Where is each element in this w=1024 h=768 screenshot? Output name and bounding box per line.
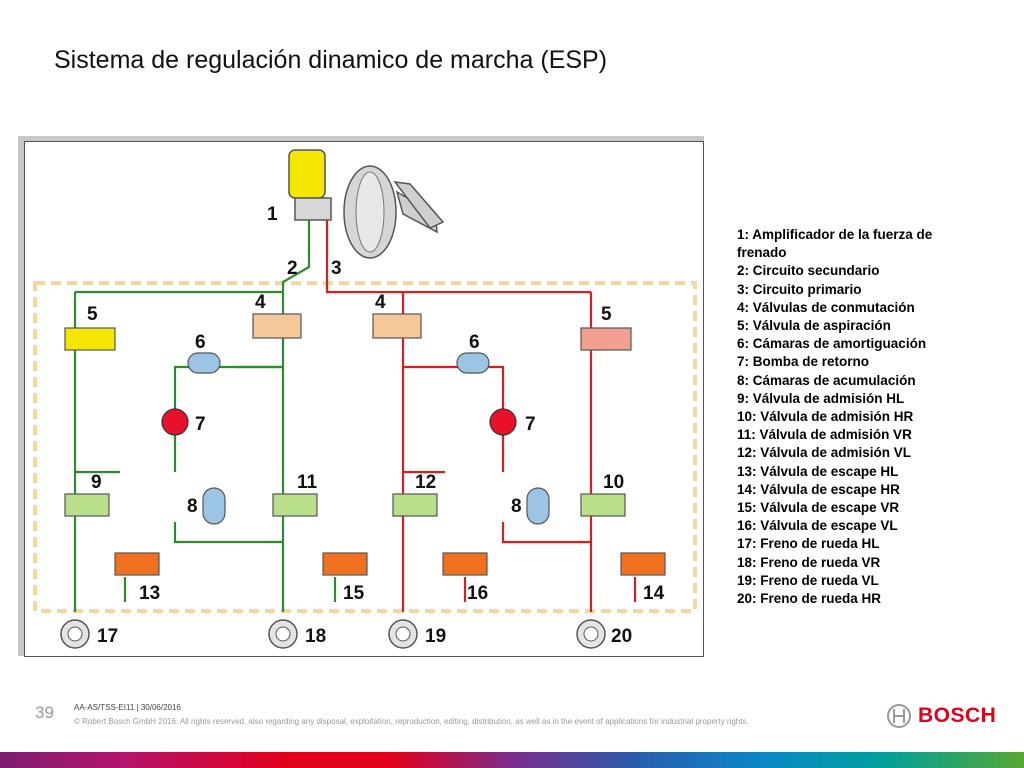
legend-item: 12: Válvula de admisión VL <box>737 445 912 461</box>
esp-hydraulic-diagram: 1 2 3 4 4 5 5 6 6 7 7 8 8 9 10 11 12 13 … <box>24 141 704 657</box>
callout-20: 20 <box>611 626 632 647</box>
inlet-valve-vl <box>392 493 438 517</box>
accumulator-left <box>202 487 226 525</box>
callout-17: 17 <box>97 626 118 647</box>
return-pump-right-icon <box>489 408 517 436</box>
outlet-valve-vl <box>442 552 488 576</box>
legend-item: 14: Válvula de escape HR <box>737 481 900 497</box>
callout-4-left: 4 <box>255 292 266 313</box>
legend-item: 16: Válvula de escape VL <box>737 518 898 534</box>
legend-item: 3: Circuito primario <box>737 281 862 297</box>
suction-valve-left <box>64 327 116 351</box>
legend-item: 13: Válvula de escape HL <box>737 463 899 479</box>
callout-9: 9 <box>91 472 102 493</box>
page-title: Sistema de regulación dinamico de marcha… <box>54 46 608 74</box>
legend-item: 11: Válvula de admisión VR <box>737 427 912 443</box>
callout-10: 10 <box>603 472 624 493</box>
damping-chamber-right <box>456 352 490 374</box>
callout-6-right: 6 <box>469 332 480 353</box>
wheel-brake-hr-icon <box>576 619 606 649</box>
callout-13: 13 <box>139 583 160 604</box>
bosch-armature-icon <box>887 704 911 728</box>
outlet-valve-vr <box>322 552 368 576</box>
wheel-brake-vl-icon <box>388 619 418 649</box>
legend-item: 8: Cámaras de acumulación <box>737 372 916 388</box>
brand-color-bar <box>0 752 1024 768</box>
wheel-brake-hl-icon <box>60 619 90 649</box>
hydraulic-unit-boundary <box>33 281 697 613</box>
callout-18: 18 <box>305 626 326 647</box>
callout-3: 3 <box>331 258 342 279</box>
outlet-valve-hr <box>620 552 666 576</box>
callout-4-right: 4 <box>375 292 386 313</box>
legend-item: 15: Válvula de escape VR <box>737 500 900 516</box>
outlet-valve-hl <box>114 552 160 576</box>
legend-item: 9: Válvula de admisión HL <box>737 390 905 406</box>
callout-7-right: 7 <box>525 414 536 435</box>
page-number: 39 <box>35 703 54 722</box>
diagram-legend: 1: Amplificador de la fuerza de frenado … <box>737 226 977 608</box>
legend-item: 17: Freno de rueda HL <box>737 536 880 552</box>
brake-booster-icon <box>288 149 445 259</box>
legend-item: 4: Válvulas de conmutación <box>737 299 915 315</box>
inlet-valve-vr <box>272 493 318 517</box>
hydraulic-schematic: 1 2 3 4 4 5 5 6 6 7 7 8 8 9 10 11 12 13 … <box>33 149 697 649</box>
legend-item: 6: Cámaras de amortiguación <box>737 336 927 352</box>
inlet-valve-hr <box>580 493 626 517</box>
callout-8-left: 8 <box>187 496 198 517</box>
callout-16: 16 <box>467 583 488 604</box>
brand-name: BOSCH <box>918 704 997 727</box>
inlet-valve-hl <box>64 493 110 517</box>
callout-7-left: 7 <box>195 414 206 435</box>
damping-chamber-left <box>187 352 221 374</box>
callout-1: 1 <box>267 204 278 225</box>
legend-item: 10: Válvula de admisión HR <box>737 409 914 425</box>
legend-item: 1: Amplificador de la fuerza de frenado <box>737 227 933 261</box>
bosch-logo: BOSCH <box>886 703 996 729</box>
wheel-brake-vr-icon <box>268 619 298 649</box>
copyright-notice: © Robert Bosch GmbH 2016. All rights res… <box>74 717 749 726</box>
return-pump-left-icon <box>161 408 189 436</box>
footer-reference: AA-AS/TSS-EI11 | 30/06/2016 <box>74 703 181 712</box>
accumulator-right <box>526 487 550 525</box>
callout-5-right: 5 <box>601 304 612 325</box>
callout-11: 11 <box>297 472 318 493</box>
callout-12: 12 <box>415 472 436 493</box>
callout-15: 15 <box>343 583 365 604</box>
callout-5-left: 5 <box>87 304 98 325</box>
callout-19: 19 <box>425 626 446 647</box>
switchover-valve-right <box>372 313 422 339</box>
legend-item: 2: Circuito secundario <box>737 263 880 279</box>
suction-valve-right <box>580 327 632 351</box>
legend-item: 19: Freno de rueda VL <box>737 572 879 588</box>
callout-6-left: 6 <box>195 332 206 353</box>
legend-item: 18: Freno de rueda VR <box>737 554 881 570</box>
callout-14: 14 <box>643 583 665 604</box>
callout-2: 2 <box>287 258 298 279</box>
legend-item: 20: Freno de rueda HR <box>737 591 882 607</box>
callout-8-right: 8 <box>511 496 522 517</box>
legend-item: 5: Válvula de aspiración <box>737 318 891 334</box>
legend-item: 7: Bomba de retorno <box>737 354 870 370</box>
switchover-valve-left <box>252 313 302 339</box>
